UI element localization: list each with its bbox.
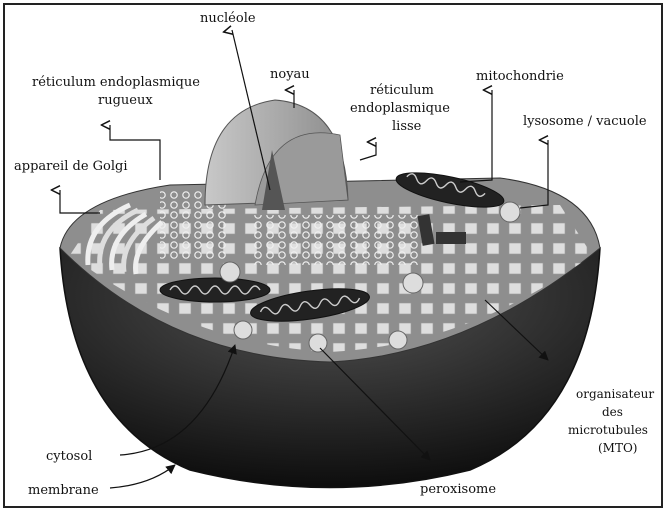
label-golgi: appareil de Golgi (14, 159, 128, 174)
label-rel-line2: endoplasmique (350, 101, 450, 116)
label-mto-line2: des (602, 405, 623, 419)
label-peroxisome: peroxisome (420, 482, 496, 497)
label-rel-line1: réticulum (370, 83, 434, 98)
label-membrane: membrane (28, 483, 99, 498)
label-noyau: noyau (270, 67, 310, 82)
label-rel-line3: lisse (392, 119, 422, 134)
label-mto-line3: microtubules (568, 423, 648, 437)
label-mto-line1: organisateur (576, 387, 654, 401)
label-lysosome: lysosome / vacuole (523, 114, 647, 129)
label-mto-line4: (MTO) (598, 441, 638, 455)
label-cytosol: cytosol (46, 449, 92, 464)
label-rer-line1: réticulum endoplasmique (32, 75, 200, 90)
smooth-er (250, 215, 420, 265)
label-mitochondrie: mitochondrie (476, 69, 564, 84)
label-nucleole: nucléole (200, 11, 256, 26)
label-rer-line2: rugueux (98, 93, 153, 108)
